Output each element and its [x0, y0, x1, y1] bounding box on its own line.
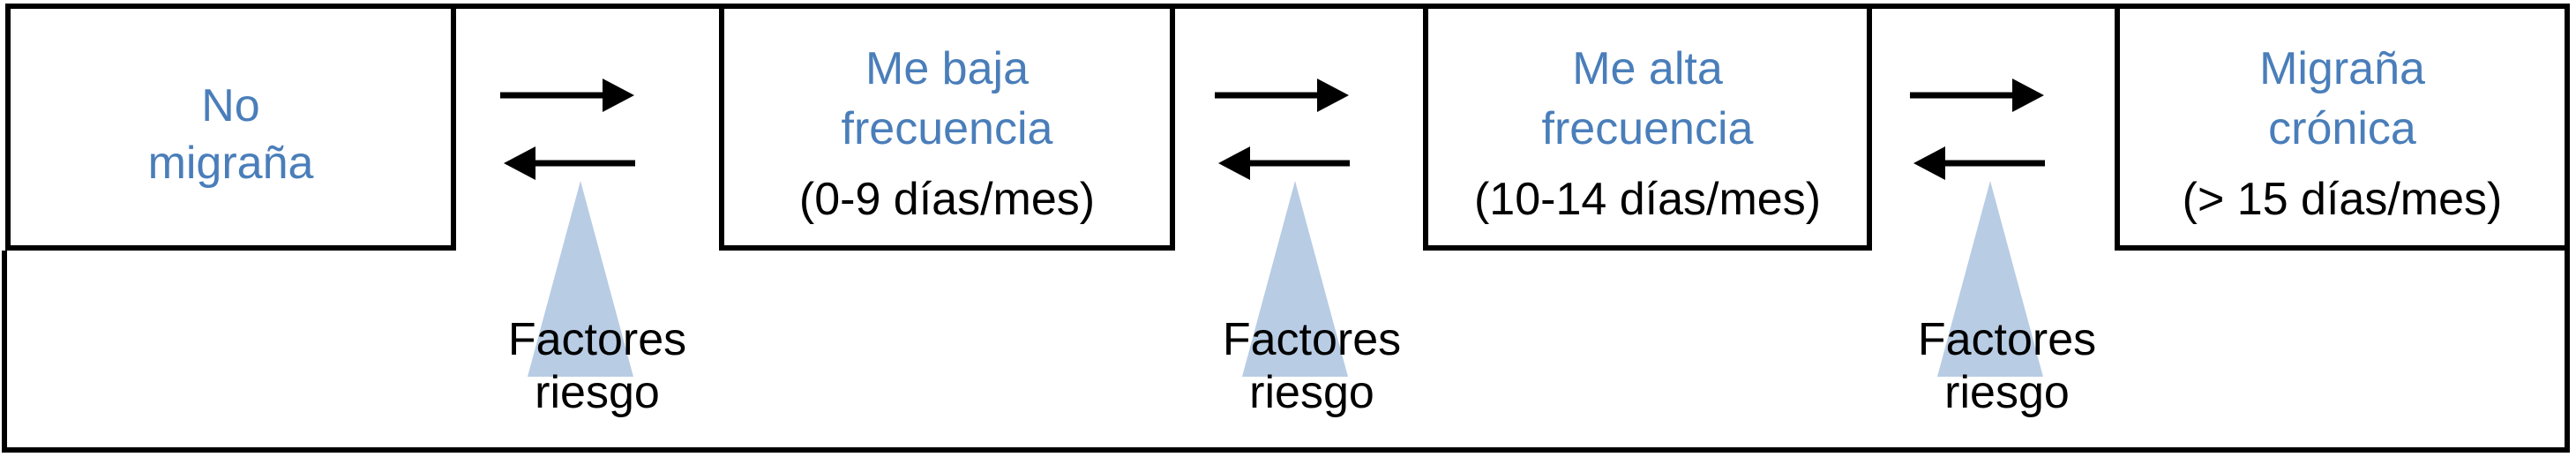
- top-border-line: [5, 4, 2570, 9]
- stage-name-line: Me alta: [1572, 43, 1723, 94]
- stage-name-line: crónica: [2268, 103, 2416, 154]
- bidirectional-arrows-icon: [500, 79, 635, 180]
- stage-detail: (10-14 días/mes): [1473, 174, 1822, 225]
- risk-factors-label: Factores riesgo: [1135, 313, 1488, 419]
- right-arrow-icon: [1215, 79, 1349, 112]
- risk-factors-label: Factores riesgo: [421, 313, 774, 419]
- stage-box-high-frequency: Me alta frecuencia (10-14 días/mes): [1423, 4, 1872, 251]
- right-arrow-icon: [500, 79, 634, 112]
- stage-detail: (> 15 días/mes): [2182, 174, 2503, 225]
- left-arrow-icon: [1913, 146, 2045, 180]
- stage-name-line: frecuencia: [841, 103, 1053, 154]
- stage-name-line: Me baja: [865, 43, 1029, 94]
- stage-name-line: Migraña: [2259, 43, 2425, 94]
- stage-name-line: No: [201, 80, 260, 131]
- risk-factors-label-line: riesgo: [1944, 367, 2070, 418]
- left-arrow-icon: [504, 146, 635, 180]
- risk-factors-label-line: Factores: [1222, 314, 1402, 365]
- stage-box-chronic-migraine: Migraña crónica (> 15 días/mes): [2115, 4, 2570, 251]
- risk-factors-label-line: riesgo: [535, 367, 660, 418]
- bidirectional-arrows-icon: [1215, 79, 1350, 180]
- risk-factors-label-line: Factores: [507, 314, 687, 365]
- bidirectional-arrows-icon: [1910, 79, 2045, 180]
- risk-factors-label: Factores riesgo: [1831, 313, 2183, 419]
- risk-factors-label-line: Factores: [1917, 314, 2097, 365]
- stage-box-no-migraine: No migraña: [5, 4, 456, 251]
- right-arrow-icon: [1910, 79, 2044, 112]
- stage-name-line: migraña: [147, 138, 314, 189]
- risk-factors-label-line: riesgo: [1249, 367, 1374, 418]
- stage-box-low-frequency: Me baja frecuencia (0-9 días/mes): [719, 4, 1175, 251]
- stage-name-line: frecuencia: [1541, 103, 1754, 154]
- left-arrow-icon: [1218, 146, 1350, 180]
- stage-detail: (0-9 días/mes): [798, 174, 1096, 225]
